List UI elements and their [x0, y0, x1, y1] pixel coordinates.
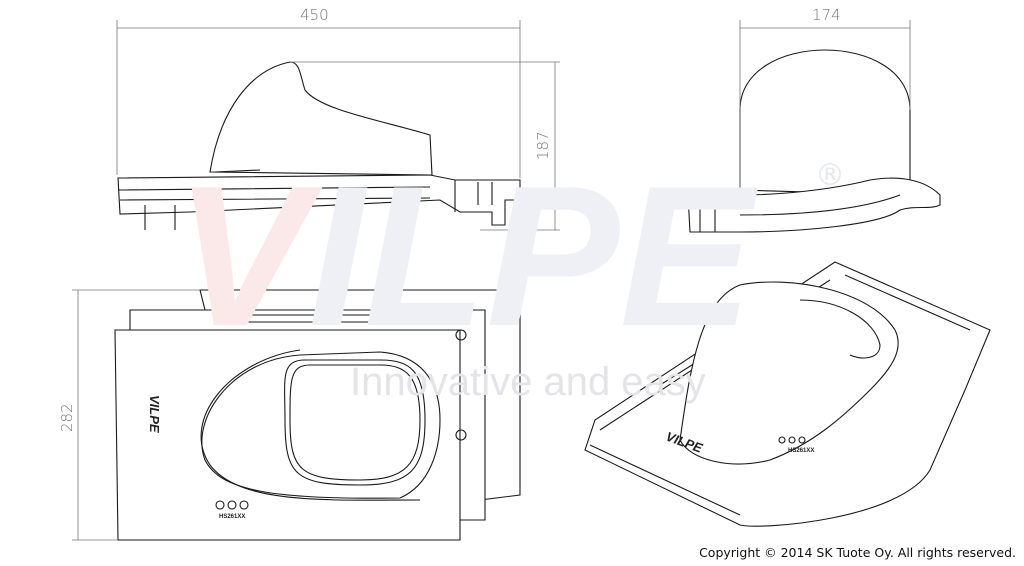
iso-product-code: HS261XX: [788, 448, 814, 454]
plan-view: VILPE HS261XX: [114, 289, 521, 541]
dimension-height: 187: [290, 61, 560, 231]
dimension-label-282: 282: [58, 403, 76, 432]
dimension-side-width: 450: [116, 6, 521, 178]
isometric-view: VILPE HS261XX: [584, 261, 991, 527]
dimension-label-187: 187: [534, 131, 552, 160]
plan-logo: VILPE: [147, 395, 162, 433]
dimension-label-450: 450: [300, 6, 329, 24]
dimension-plan-depth: 282: [58, 289, 200, 541]
watermark-registered: ®: [815, 158, 845, 193]
dimension-label-174: 174: [812, 6, 841, 24]
end-view: [687, 49, 941, 233]
dimension-end-width: 174: [739, 6, 911, 190]
plan-product-code: HS261XX: [219, 514, 245, 520]
watermark-brand: VILPE: [175, 145, 759, 368]
watermark: VILPE ® Innovative and easy: [175, 145, 845, 404]
watermark-tagline: Innovative and easy: [350, 360, 706, 404]
side-view: [117, 61, 521, 230]
copyright-text: Copyright © 2014 SK Tuote Oy. All rights…: [699, 545, 1016, 560]
